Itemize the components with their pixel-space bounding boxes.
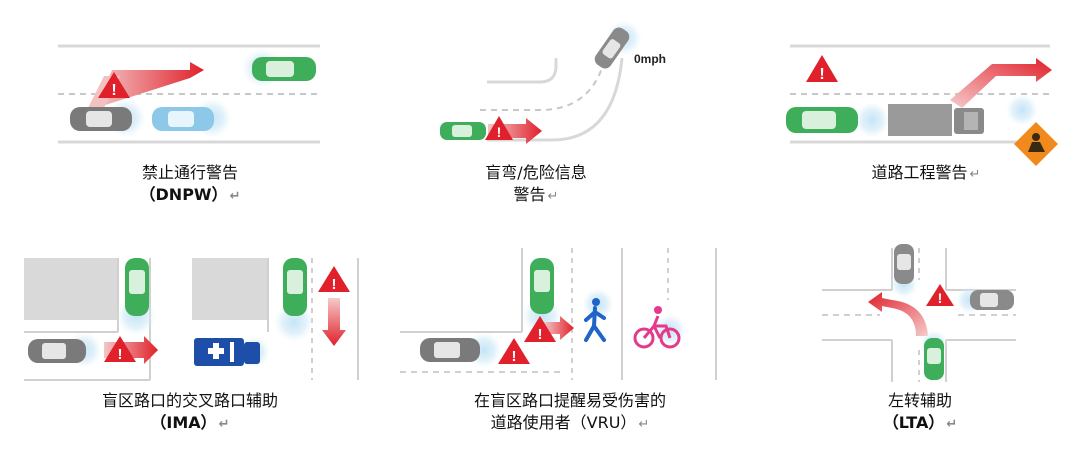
warning-triangle-icon — [98, 72, 130, 98]
panel-vru-illustration: ! ! — [400, 248, 717, 380]
caption-curve: 盲弯/危险信息 警告↵ — [485, 162, 586, 208]
warning-triangle-icon — [485, 116, 513, 140]
panel-lta-illustration: ! — [822, 244, 1016, 382]
warning-arrow — [322, 298, 346, 346]
svg-text:!: ! — [538, 326, 543, 343]
road-edge-inner — [487, 58, 558, 84]
signal-halo — [1006, 94, 1038, 126]
caption-roadworks: 道路工程警告↵ — [872, 162, 981, 186]
left-turn-arrow — [868, 292, 928, 336]
caption-abbr: （DNPW） — [139, 185, 228, 204]
svg-text:!: ! — [512, 348, 517, 365]
return-mark: ↵ — [969, 167, 981, 182]
warning-triangle-icon — [498, 338, 530, 364]
cyclist-icon — [633, 306, 681, 349]
building-block-left — [24, 258, 118, 320]
speed-label: 0mph — [634, 52, 667, 66]
panel-roadworks-illustration: ! — [786, 44, 1058, 166]
warning-triangle-icon — [104, 336, 136, 362]
panel-ima-illustration: ! ! — [24, 258, 359, 381]
caption-abbr: （IMA） — [150, 413, 217, 432]
svg-text:!: ! — [118, 346, 123, 363]
warning-triangle-icon — [318, 266, 350, 292]
lane-divider — [480, 61, 605, 111]
caption-title-line2: 道路使用者（VRU） — [490, 413, 637, 432]
caption-ima: 盲区路口的交叉路口辅助 （IMA）↵ — [102, 390, 278, 436]
caption-title: 禁止通行警告 — [141, 163, 238, 182]
caption-title: 左转辅助 — [887, 391, 953, 410]
caption-lta: 左转辅助 （LTA）↵ — [883, 390, 958, 436]
return-mark: ↵ — [946, 417, 958, 432]
caption-title: 盲区路口的交叉路口辅助 — [101, 391, 279, 410]
caption-vru: 在盲区路口提醒易受伤害的 道路使用者（VRU）↵ — [474, 390, 666, 436]
return-mark: ↵ — [547, 189, 559, 204]
svg-text:!: ! — [111, 82, 116, 99]
warning-triangle-icon — [926, 284, 954, 306]
caption-title: 道路工程警告 — [871, 163, 968, 182]
svg-text:!: ! — [332, 276, 337, 293]
return-mark: ↵ — [218, 417, 230, 432]
caption-abbr: （LTA） — [882, 413, 945, 432]
caption-title: 盲弯/危险信息 — [485, 163, 587, 182]
warning-arrow — [544, 316, 574, 340]
warning-triangle-icon — [806, 55, 838, 82]
svg-text:!: ! — [938, 290, 943, 306]
warning-triangle-icon — [524, 316, 556, 342]
road-edge-outer — [487, 57, 624, 142]
svg-text:!: ! — [819, 66, 824, 83]
caption-title-line2: 警告 — [513, 185, 546, 204]
panel-curve-illustration: ! — [440, 20, 642, 144]
pedestrian-icon — [584, 298, 606, 342]
building-block-right — [192, 258, 268, 320]
svg-text:!: ! — [497, 124, 502, 140]
return-mark: ↵ — [229, 189, 241, 204]
return-mark: ↵ — [638, 417, 650, 432]
work-truck — [888, 104, 952, 136]
panel-dnpw-illustration: ! — [58, 44, 320, 144]
caption-dnpw: 禁止通行警告 （DNPW）↵ — [140, 162, 241, 208]
signal-halo — [854, 102, 890, 138]
caption-title: 在盲区路口提醒易受伤害的 — [473, 391, 667, 410]
lane-change-arrow — [950, 58, 1052, 108]
